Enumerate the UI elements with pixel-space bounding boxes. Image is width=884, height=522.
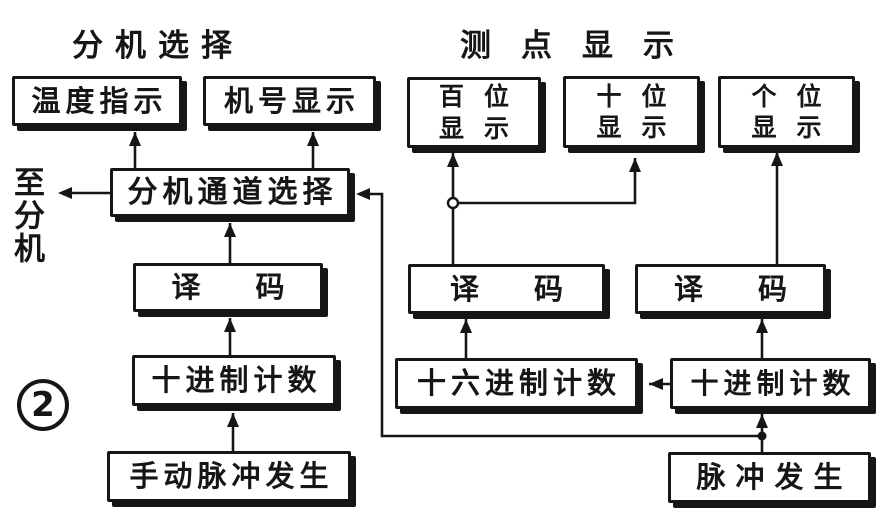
box-label-line: 显示 xyxy=(438,113,529,143)
figure-number: 2 xyxy=(31,385,55,425)
section-title-measuring-point-display: 测点显示 xyxy=(460,28,704,64)
box-manual-pulse-generator: 手动脉冲发生 xyxy=(107,451,351,502)
arrowhead-icon xyxy=(58,187,72,199)
arrowhead-icon xyxy=(756,319,768,333)
box-machine-number-display: 机号显示 xyxy=(203,76,376,126)
box-decoder-right: 译码 xyxy=(635,264,826,314)
arrowhead-icon xyxy=(307,132,319,146)
box-units-display: 个位 显示 xyxy=(718,76,855,148)
box-label-line: 显示 xyxy=(751,113,842,142)
arrowhead-icon xyxy=(447,153,459,167)
box-temperature-indicator: 温度指示 xyxy=(12,76,182,126)
box-label: 手动脉冲发生 xyxy=(129,459,334,494)
box-label: 译码 xyxy=(171,270,340,305)
section-title-extension-selection: 分机选择 xyxy=(72,28,244,64)
box-extension-channel-selector: 分机通道选择 xyxy=(110,168,350,217)
box-hexadecimal-counter: 十六进制计数 xyxy=(395,358,638,409)
arrowhead-icon xyxy=(629,158,641,172)
junction-dot xyxy=(757,431,767,441)
box-label: 译码 xyxy=(450,271,619,306)
box-decimal-counter-right: 十进制计数 xyxy=(670,358,871,409)
box-decoder-middle: 译码 xyxy=(408,264,605,314)
box-label: 译码 xyxy=(674,271,843,306)
arrowhead-icon xyxy=(224,318,236,332)
box-label: 十进制计数 xyxy=(690,366,856,400)
arrowhead-icon xyxy=(756,414,768,428)
figure-number-badge: 2 xyxy=(17,379,69,431)
box-label: 温度指示 xyxy=(31,83,168,118)
box-label: 分机通道选择 xyxy=(127,174,338,210)
arrowhead-icon xyxy=(224,223,236,237)
arrowhead-icon xyxy=(771,152,783,166)
box-pulse-generator: 脉冲发生 xyxy=(668,452,871,503)
box-label-line: 显示 xyxy=(596,113,687,142)
to-extensions-label: 至分机 xyxy=(8,166,44,265)
box-label-line: 个位 xyxy=(751,81,842,111)
box-label: 十进制计数 xyxy=(151,363,322,398)
connector-pulsegen-to-channelselector xyxy=(360,192,762,438)
box-label: 机号显示 xyxy=(223,83,360,118)
arrowhead-icon xyxy=(460,319,472,333)
box-label: 脉冲发生 xyxy=(696,460,853,495)
box-decoder-left: 译码 xyxy=(133,263,323,312)
box-decimal-counter-left: 十进制计数 xyxy=(132,355,336,406)
arrowhead-icon xyxy=(356,188,370,200)
arrowhead-icon xyxy=(649,378,663,390)
box-label: 十六进制计数 xyxy=(416,366,621,401)
arrowhead-icon xyxy=(227,413,239,427)
box-hundreds-display: 百位 显示 xyxy=(407,77,541,148)
box-tens-display: 十位 显示 xyxy=(563,76,700,148)
junction-dot xyxy=(446,196,460,210)
arrowhead-icon xyxy=(129,132,141,146)
box-label-line: 百位 xyxy=(438,82,529,112)
connector-decodermid-to-tens xyxy=(453,158,637,205)
box-label-line: 十位 xyxy=(596,81,687,111)
